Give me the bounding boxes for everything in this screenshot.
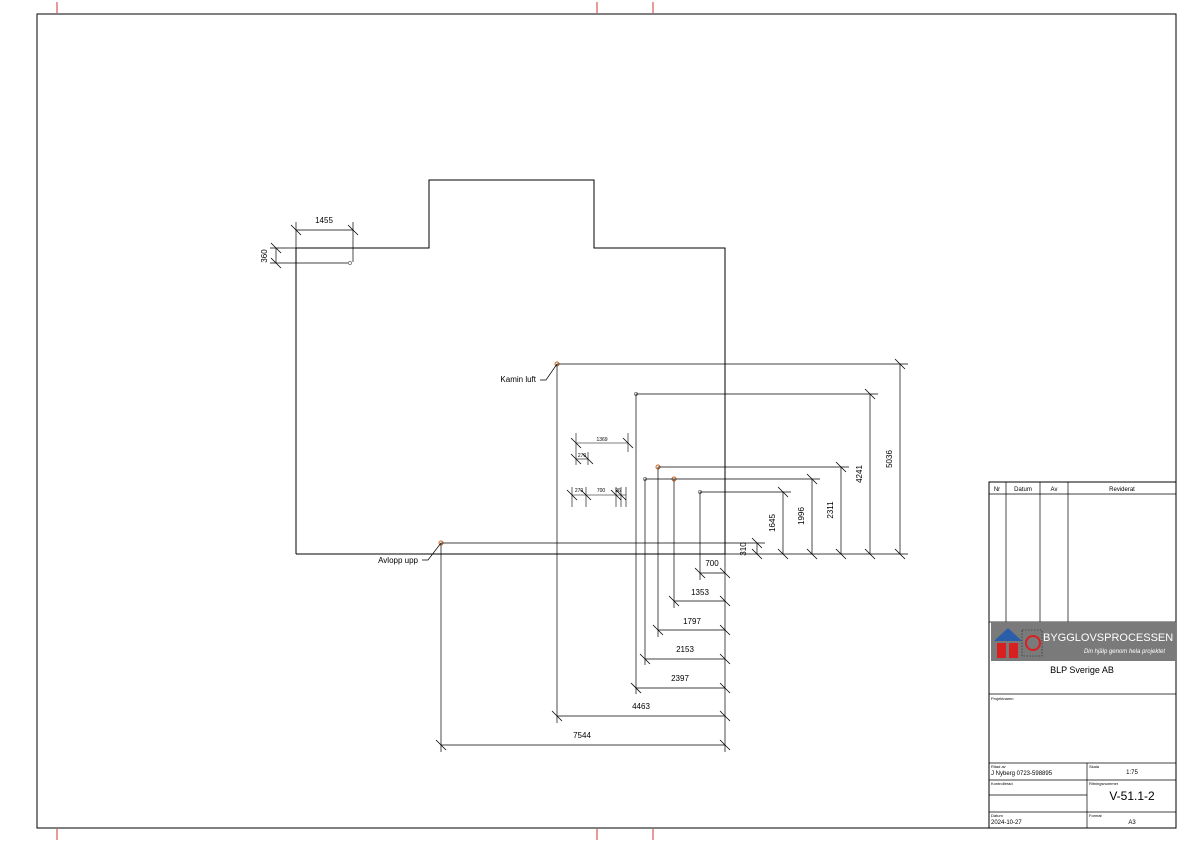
dim-label-270-b: 270 — [575, 488, 584, 494]
title-block: Nr Datum Av Reviderat BYGGLOVSPROCESSEN … — [988, 481, 1177, 829]
horizontal-extension-lines — [441, 363, 908, 555]
dim-label-96: 96 — [615, 488, 621, 494]
format-value: A3 — [1128, 820, 1136, 826]
dim-label-2397: 2397 — [671, 674, 689, 683]
dim-label-700: 700 — [705, 559, 719, 568]
ritningsnummer-value: V-51.1-2 — [1109, 789, 1155, 803]
annotation-kamin-luft: Kamin luft — [500, 375, 536, 384]
dim-label-1455: 1455 — [315, 216, 333, 225]
dim-label-1353: 1353 — [691, 588, 709, 597]
ritad-label: Ritad av — [991, 764, 1006, 769]
company-logo: BYGGLOVSPROCESSEN Din hjälp genom hela p… — [991, 622, 1176, 661]
dim-label-310: 310 — [739, 542, 748, 556]
logo-slogan: Din hjälp genom hela projektet — [1084, 649, 1165, 655]
annotation-avlopp-upp: Avlopp upp — [378, 556, 418, 565]
dim-label-1369: 1369 — [596, 437, 607, 443]
vertical-dimensions — [751, 358, 906, 560]
kontrollerad-label: Kontrollerad — [991, 781, 1013, 786]
dim-label-1797: 1797 — [683, 617, 701, 626]
dim-label-700-b: 700 — [597, 488, 606, 494]
dim-label-270-a: 270 — [578, 453, 587, 459]
sheet-border — [36, 13, 1177, 829]
dim-label-7544: 7544 — [573, 731, 591, 740]
projektnamn-label: Projektnamn — [991, 696, 1013, 701]
dim-label-4241: 4241 — [855, 465, 864, 483]
logo-text: BYGGLOVSPROCESSEN — [1043, 632, 1173, 644]
ritningsnummer-label: Ritningsnummer — [1089, 781, 1119, 786]
building-outline — [295, 179, 726, 555]
dim-label-4463: 4463 — [632, 702, 650, 711]
dim-label-1996: 1996 — [797, 507, 806, 525]
company-name: BLP Sverige AB — [1050, 665, 1114, 675]
dim-label-2311: 2311 — [826, 501, 835, 519]
border-marks — [56, 2, 654, 840]
rev-header-reviderat: Reviderat — [1109, 487, 1135, 493]
dim-label-2153: 2153 — [676, 645, 694, 654]
reference-points — [347, 260, 703, 546]
dim-label-360: 360 — [260, 249, 269, 263]
ritad-value: J Nyberg 0723-598895 — [991, 771, 1053, 777]
dimension-1455 — [290, 222, 359, 262]
detail-dimensions — [566, 433, 634, 507]
horizontal-dimensions — [435, 567, 731, 751]
rev-header-datum: Datum — [1014, 487, 1032, 493]
dim-label-1645: 1645 — [768, 514, 777, 532]
skala-value: 1:75 — [1126, 770, 1138, 776]
datum-label: Datum — [991, 813, 1003, 818]
datum-value: 2024-10-27 — [991, 820, 1022, 826]
vertical-extension-lines — [440, 364, 726, 752]
dim-label-5036: 5036 — [885, 450, 894, 468]
rev-header-nr: Nr — [994, 487, 1000, 493]
rev-header-av: Av — [1051, 487, 1058, 493]
leader-lines — [422, 363, 558, 561]
skala-label: Skala — [1089, 764, 1100, 769]
dimension-360 — [270, 242, 349, 269]
format-label: Format — [1089, 813, 1103, 818]
